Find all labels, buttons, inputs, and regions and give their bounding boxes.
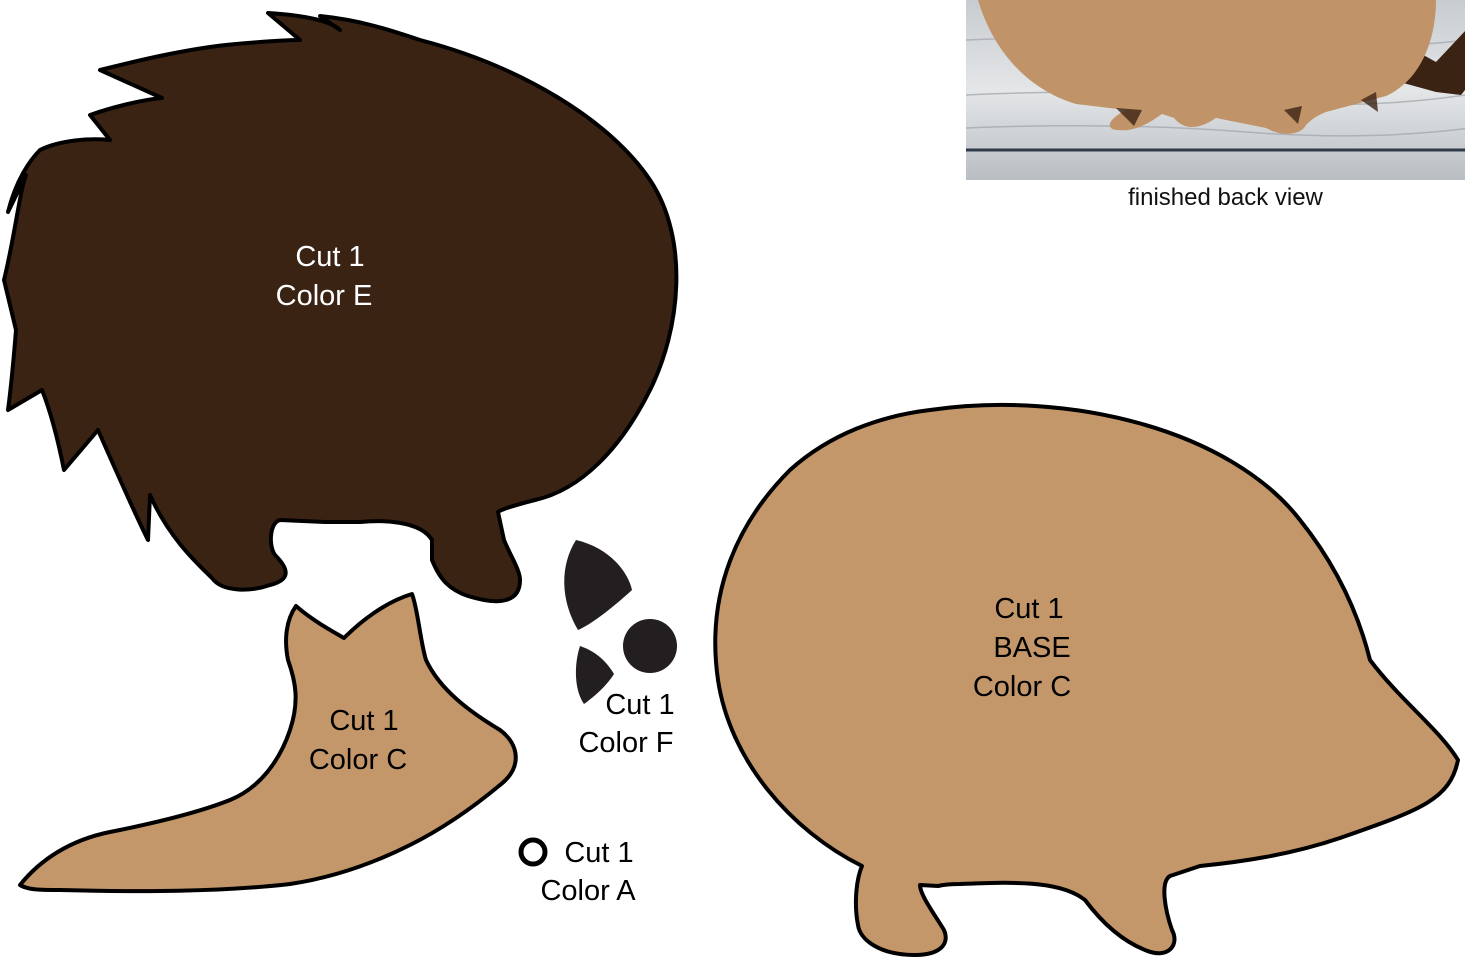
base-piece: Cut 1 BASE Color C <box>715 405 1458 955</box>
features-label-line2: Color F <box>578 727 673 759</box>
base-label-line2: BASE <box>993 632 1070 664</box>
head-piece: Cut 1 Color C <box>20 594 516 891</box>
spines-piece: Cut 1 Color E <box>4 13 676 601</box>
features-label-line1: Cut 1 <box>605 689 674 721</box>
eye-ring-label-line1: Cut 1 <box>564 837 633 869</box>
nose-piece <box>623 619 677 673</box>
spines-label-line1: Cut 1 <box>295 241 364 273</box>
eye-ring-piece: Cut 1 Color A <box>521 837 636 907</box>
base-shape <box>715 405 1458 955</box>
eye-ring-label-line2: Color A <box>540 875 636 907</box>
head-label-line2: Color C <box>309 744 407 776</box>
spines-label-line2: Color E <box>276 280 373 312</box>
features-pieces: Cut 1 Color F <box>564 540 677 759</box>
eye-ring-shape <box>521 840 545 864</box>
ear-piece <box>564 540 632 630</box>
base-label-line1: Cut 1 <box>994 593 1063 625</box>
head-shape <box>20 594 516 891</box>
base-label-line3: Color C <box>973 671 1071 703</box>
head-label-line1: Cut 1 <box>329 705 398 737</box>
